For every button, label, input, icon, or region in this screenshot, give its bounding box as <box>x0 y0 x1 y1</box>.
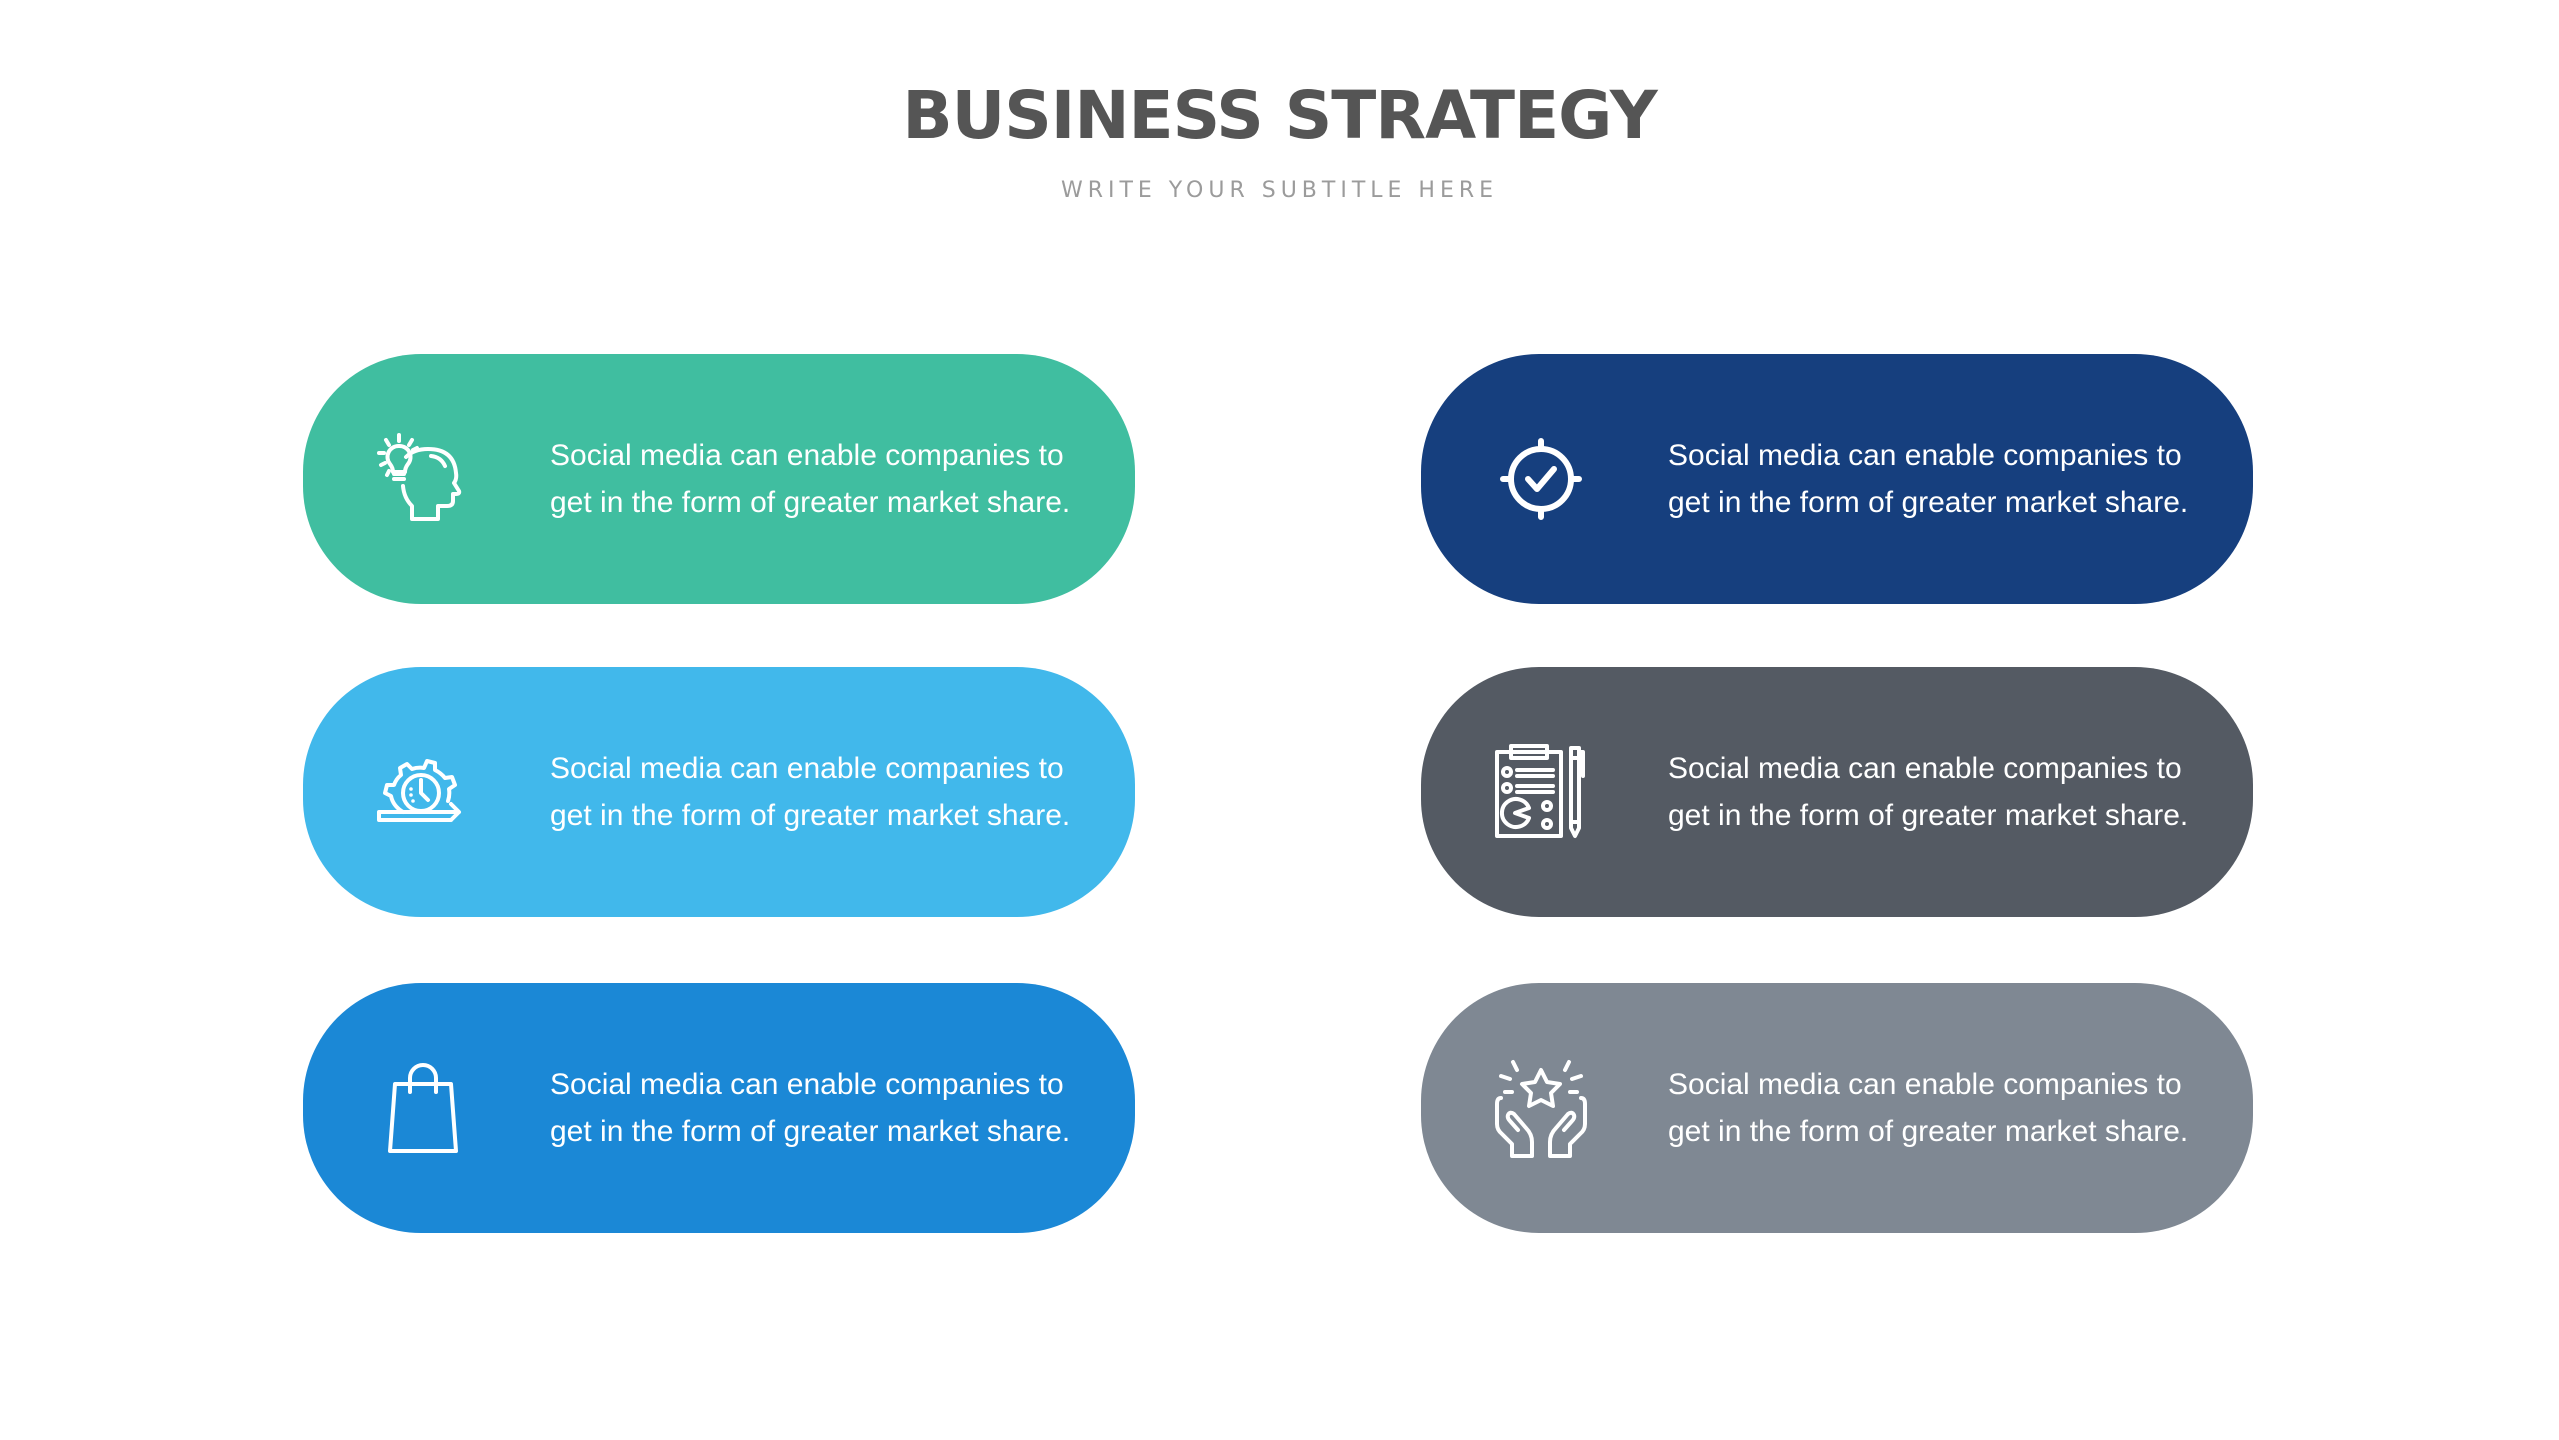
card-text: Social media can enable companies to get… <box>1668 752 2189 832</box>
target-check-icon <box>1491 429 1591 529</box>
page-title: BUSINESS STRATEGY <box>902 77 1657 154</box>
gear-clock-arrow-icon <box>373 742 473 842</box>
hands-star-icon <box>1491 1058 1591 1158</box>
page-subtitle: WRITE YOUR SUBTITLE HERE <box>1060 178 1499 203</box>
card-text: Social media can enable companies to get… <box>550 752 1071 832</box>
shopping-bag-icon <box>373 1058 473 1158</box>
clipboard-report-icon <box>1491 742 1591 842</box>
strategy-card-efficiency: Social media can enable companies to get… <box>303 667 1135 917</box>
card-text: Social media can enable companies to get… <box>1668 1068 2189 1148</box>
head-lightbulb-icon <box>373 429 473 529</box>
strategy-card-report: Social media can enable companies to get… <box>1421 667 2253 917</box>
strategy-card-idea: Social media can enable companies to get… <box>303 354 1135 604</box>
strategy-card-target: Social media can enable companies to get… <box>1421 354 2253 604</box>
card-text: Social media can enable companies to get… <box>550 1068 1071 1148</box>
card-text: Social media can enable companies to get… <box>550 439 1071 519</box>
card-text: Social media can enable companies to get… <box>1668 439 2189 519</box>
strategy-card-quality: Social media can enable companies to get… <box>1421 983 2253 1233</box>
strategy-card-shopping: Social media can enable companies to get… <box>303 983 1135 1233</box>
